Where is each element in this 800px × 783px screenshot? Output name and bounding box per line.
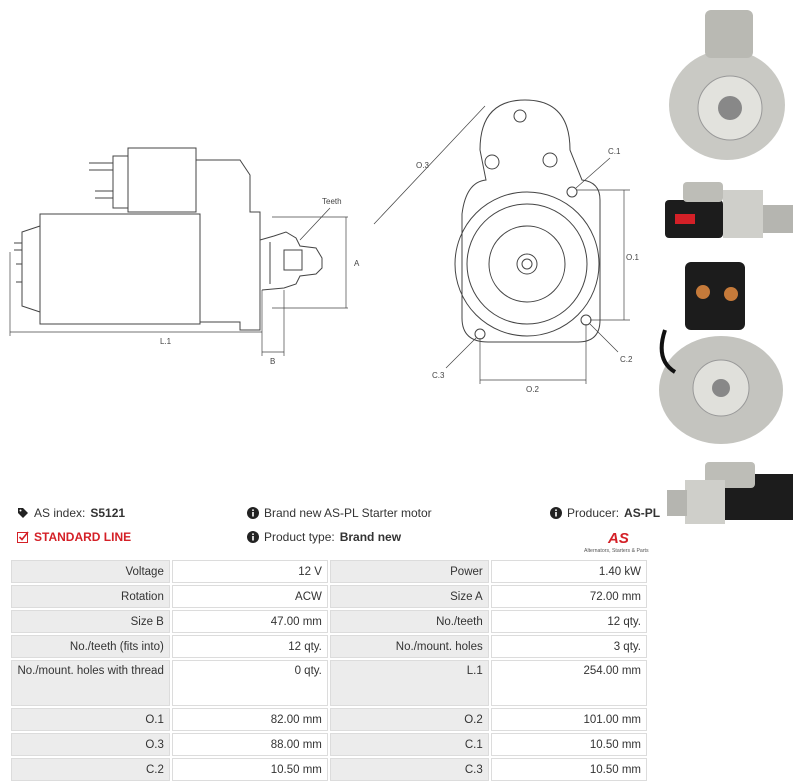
logo-mark: AS [607,530,629,547]
product-info: AS index: S5121 STANDARD LINE Brand new … [0,500,660,558]
spec-value: 0 qty. [171,660,328,706]
spec-value: 10.50 mm [171,758,328,781]
spec-label: Rotation [11,585,170,608]
photo-top-view [667,462,793,524]
starter-dimension-drawing: Teeth A B L.1 O.3 O.1 O.2 C.1 C.2 C.3 [9,99,639,394]
spec-value: 101.00 mm [490,708,647,731]
photo-front-view [669,10,785,160]
spec-value: 254.00 mm [490,660,647,706]
front-housing-circle [454,191,600,337]
photo-side-view [665,182,793,238]
label-b: B [270,357,275,366]
mount-hole-c2 [580,314,592,326]
spec-value: 12 qty. [490,610,647,633]
spec-row: No./teeth (fits into)12 qty.No./mount. h… [11,635,647,658]
label-a: A [354,259,360,268]
spec-label: O.3 [11,733,170,756]
logo-tagline: Alternators, Starters & Parts [584,548,649,554]
as-index-value: S5121 [90,506,126,520]
checkbox-icon [17,531,29,543]
label-o2: O.2 [526,385,539,394]
as-pl-logo: AS Alternators, Starters & Parts [582,529,654,555]
label-o3: O.3 [416,161,429,170]
spec-label: C.1 [329,733,489,756]
front-flange-outline [461,99,601,343]
producer-value: AS-PL [624,506,661,520]
info-icon [247,531,259,543]
spec-value: 10.50 mm [490,733,647,756]
technical-drawing: Teeth A B L.1 O.3 O.1 O.2 C.1 C.2 C.3 [9,99,639,394]
product-type-value: Brand new [339,530,402,544]
label-c1: C.1 [608,147,621,156]
spec-value: 12 qty. [171,635,328,658]
spec-label: No./teeth (fits into) [11,635,170,658]
standard-line: STANDARD LINE [17,530,131,544]
info-icon [247,507,259,519]
label-l1: L.1 [160,337,172,346]
spec-value: 3 qty. [490,635,647,658]
as-index: AS index: S5121 [17,506,125,520]
spec-label: O.2 [329,708,489,731]
spec-label: No./teeth [329,610,489,633]
spec-label: C.2 [11,758,170,781]
spec-label: Size A [329,585,489,608]
label-teeth: Teeth [322,197,342,206]
producer-label: Producer: [567,506,620,520]
spec-label: C.3 [329,758,489,781]
product-type: Product type: Brand new [247,530,401,544]
label-c2: C.2 [620,355,633,364]
solenoid-outline [127,147,197,213]
spec-value: 72.00 mm [490,585,647,608]
standard-line-label: STANDARD LINE [34,530,132,544]
label-c3: C.3 [432,371,445,380]
product-type-label: Product type: [264,530,335,544]
spec-label: Voltage [11,560,170,583]
spec-value: 47.00 mm [171,610,328,633]
description-text: Brand new AS-PL Starter motor [264,506,432,520]
tag-icon [18,508,28,518]
spec-value: 12 V [171,560,328,583]
producer: Producer: AS-PL [550,506,660,520]
mount-hole-c1 [566,186,578,198]
description: Brand new AS-PL Starter motor [247,506,432,520]
spec-value: ACW [171,585,328,608]
spec-label: L.1 [329,660,489,706]
spec-label: Power [329,560,489,583]
product-photos [655,0,800,540]
spec-label: No./mount. holes with thread [11,660,170,706]
photo-front-view-2 [659,262,783,444]
mount-hole-c3 [474,328,486,340]
label-o1: O.1 [626,253,639,262]
spec-value: 82.00 mm [171,708,328,731]
motor-housing-outline [39,213,201,325]
as-index-label: AS index: [34,506,86,520]
spec-value: 1.40 kW [490,560,647,583]
spec-value: 88.00 mm [171,733,328,756]
spec-value: 10.50 mm [490,758,647,781]
info-icon [550,507,562,519]
spec-label: Size B [11,610,170,633]
spec-label: No./mount. holes [329,635,489,658]
spec-label: O.1 [11,708,170,731]
